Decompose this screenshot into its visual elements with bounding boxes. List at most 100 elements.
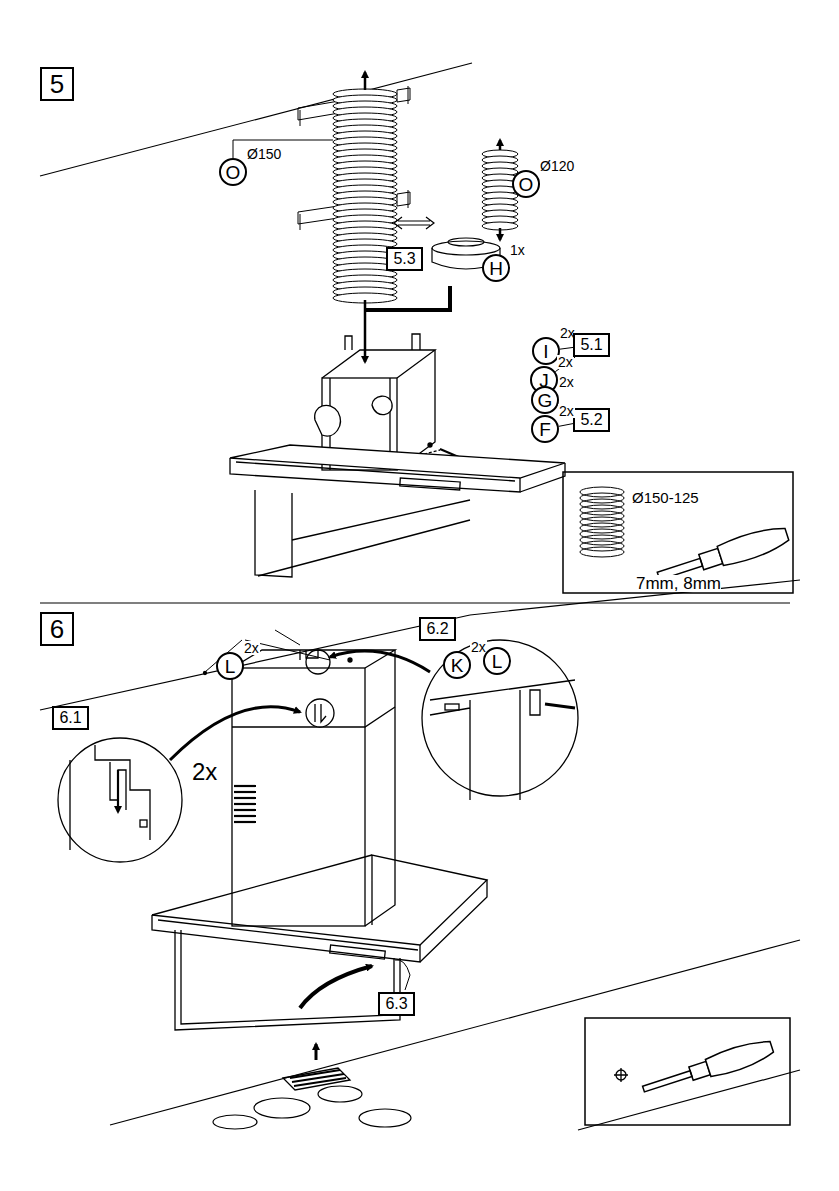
- hood: [152, 915, 420, 962]
- part-letter: O: [226, 163, 241, 182]
- tools-box: [705, 1036, 776, 1078]
- tools-box: [614, 1068, 628, 1082]
- part-letter-circle: G2x: [531, 386, 559, 414]
- chimney: [234, 803, 256, 805]
- quantity-size-mark: 2x: [243, 641, 260, 655]
- zoom-detail: [170, 707, 300, 760]
- tools-box: [580, 511, 624, 521]
- wall-brackets: [300, 214, 301, 230]
- tools-box: [643, 1071, 692, 1092]
- ceiling-line: [40, 580, 800, 710]
- part-letter-circle: I2x: [532, 337, 560, 365]
- filter: [290, 1070, 346, 1086]
- filter: [283, 960, 410, 1090]
- wrench-size: 7mm, 8mm: [636, 575, 721, 592]
- tools-box: [580, 493, 624, 503]
- part-letter-circle: L2x: [216, 652, 244, 680]
- hood: [520, 463, 565, 492]
- part-letter: L: [492, 652, 503, 671]
- hood: [181, 930, 394, 1024]
- step-number-box: 6.2: [419, 617, 456, 641]
- ceiling-line: [40, 63, 472, 176]
- quantity-size-mark: 2x: [470, 640, 487, 654]
- duct-adapter: [432, 241, 500, 255]
- tools-box: [585, 1018, 790, 1125]
- tools-box: [640, 1036, 775, 1099]
- hood: [255, 490, 292, 577]
- part-letter: K: [451, 656, 464, 675]
- step-number: 5: [50, 71, 64, 97]
- hood: [152, 855, 487, 945]
- countertop: [578, 1070, 800, 1130]
- wall-brackets: [298, 86, 410, 230]
- filter: [283, 1068, 350, 1090]
- chimney: [232, 650, 395, 926]
- step-number: 6.1: [59, 710, 81, 726]
- zoom-detail: [58, 738, 182, 862]
- quantity-size-mark: 2x: [557, 355, 574, 369]
- chimney: [234, 815, 256, 817]
- hood: [230, 458, 520, 492]
- countertop: [359, 1109, 411, 1127]
- part-letter-circle: H1x: [482, 254, 510, 282]
- hood: [236, 462, 515, 481]
- swap-arrow: [394, 217, 434, 229]
- duct-arrows: [365, 72, 500, 362]
- hood: [258, 500, 470, 576]
- countertop: [254, 1098, 310, 1118]
- tools-box: [580, 523, 624, 533]
- zoom-detail: [117, 770, 119, 812]
- countertop: [110, 940, 800, 1125]
- duct-arrows: [499, 140, 502, 150]
- part-letter: O: [519, 175, 534, 194]
- leader-line: [560, 347, 573, 349]
- ceiling-line: [40, 63, 472, 176]
- part-letter: G: [538, 391, 553, 410]
- chimney: [306, 699, 334, 727]
- tools-box: [580, 547, 624, 557]
- chimney: [348, 658, 352, 662]
- duct-adapter: [448, 238, 484, 246]
- countertop: [110, 940, 800, 1130]
- duct-arrows: [499, 228, 502, 240]
- step-number-box: 5.1: [573, 333, 610, 357]
- step-number: 6.3: [385, 996, 407, 1012]
- hood: [152, 855, 487, 1030]
- chimney: [234, 785, 256, 787]
- hood: [330, 945, 386, 959]
- quantity-size-mark: 1x: [509, 243, 526, 257]
- step-number: 6.2: [426, 621, 448, 637]
- duct-arrows: [364, 72, 367, 90]
- chimney: [234, 786, 256, 822]
- hood: [230, 445, 565, 577]
- step-number-box: 5: [40, 67, 74, 101]
- tools-box: [580, 505, 624, 515]
- hood: [158, 920, 418, 950]
- step-number-box: 6.3: [378, 992, 415, 1016]
- tools-box: [580, 541, 624, 551]
- quantity-mark: 2x: [192, 760, 217, 784]
- countertop: [213, 1115, 257, 1129]
- chimney: [234, 809, 256, 811]
- part-letter: I: [543, 342, 548, 361]
- leader-line: [559, 424, 573, 427]
- zoom-detail: [422, 640, 578, 796]
- chimney: [234, 797, 256, 799]
- filter: [300, 966, 372, 1008]
- part-letter: F: [539, 420, 551, 439]
- zoom-detail: [306, 650, 330, 674]
- duct-diameter: Ø150-125: [632, 490, 699, 505]
- step-number: 5.1: [580, 337, 602, 353]
- filter: [315, 1044, 318, 1060]
- wall-brackets: [300, 110, 301, 126]
- connector-bar: [365, 286, 450, 310]
- wall-brackets: [408, 190, 409, 208]
- step-number: 6: [50, 616, 64, 642]
- zoom-detail: [58, 630, 578, 862]
- chimney: [315, 704, 326, 722]
- zoom-detail: [140, 820, 147, 827]
- mounting-frame: [372, 396, 392, 415]
- step-number-box: 6.1: [52, 706, 89, 730]
